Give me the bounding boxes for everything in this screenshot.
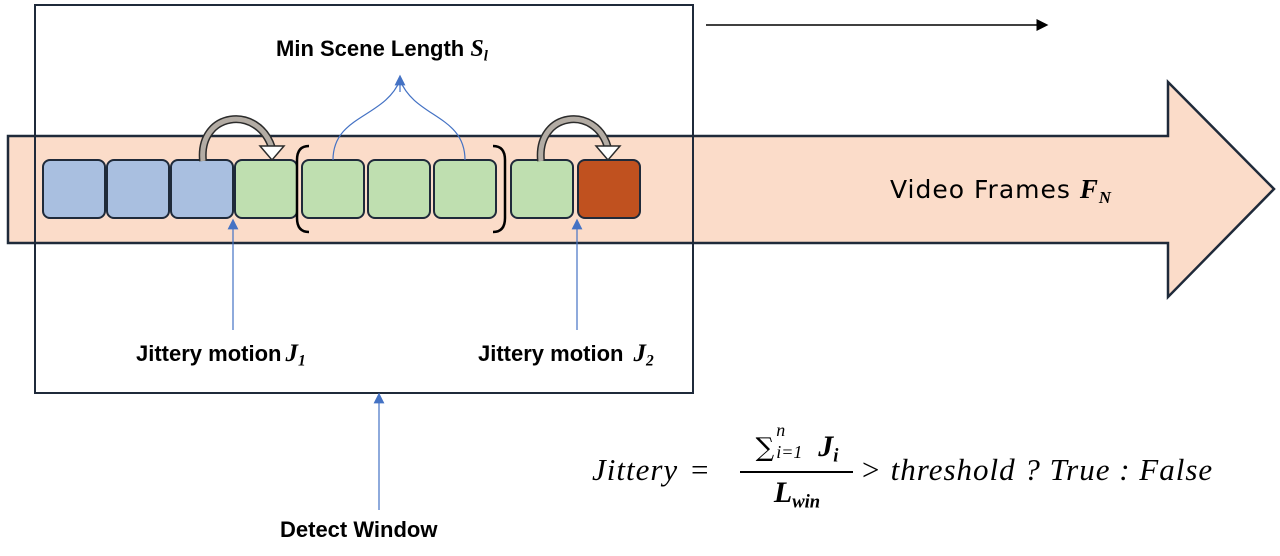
video-frames-text: Video Frames — [890, 175, 1071, 204]
denominator-symbol: Lwin — [773, 476, 821, 513]
jitter2-symbol: J2 — [633, 340, 654, 370]
frame-jitter — [577, 159, 641, 219]
detect-window-label: Detect Window — [280, 517, 438, 542]
frame-scene — [301, 159, 365, 219]
scene-bracket-left — [295, 144, 310, 234]
jitter1-symbol: J1 — [285, 340, 306, 370]
scene-bracket-right — [492, 144, 507, 234]
frame-normal — [106, 159, 170, 219]
sum-upper: n — [776, 420, 786, 440]
sum-symbol: ∑ — [755, 433, 775, 463]
frame-scene — [367, 159, 431, 219]
formula-jittery: Jittery — [592, 452, 679, 487]
frame-sequence — [42, 159, 641, 219]
formula-lhs: Jittery = — [592, 452, 709, 488]
frame-scene — [433, 159, 497, 219]
formula-equals: = — [690, 452, 710, 487]
frame-scene — [510, 159, 574, 219]
numerator-symbol: Ji — [818, 430, 839, 467]
jitter-curve-arrow-1 — [198, 115, 286, 162]
video-frames-symbol: FN — [1079, 174, 1112, 208]
jitter2-text: Jittery motion — [478, 341, 624, 366]
min-scene-length-label: Min Scene Length Sl — [276, 36, 488, 65]
jitter-curve-arrow-2 — [536, 115, 622, 162]
jitter1-text: Jittery motion — [136, 341, 282, 366]
formula-denominator: Lwin — [740, 476, 854, 514]
detect-window-box — [34, 4, 694, 394]
min-scene-symbol: Sl — [470, 36, 488, 65]
video-frames-label: Video Frames FN — [890, 174, 1112, 208]
formula-comparison: > threshold ? True : False — [860, 452, 1214, 487]
frame-normal — [42, 159, 106, 219]
min-scene-length-text: Min Scene Length — [276, 36, 465, 61]
jitter2-label: Jittery motion J2 — [478, 340, 654, 371]
sum-lower: i=1 — [776, 442, 803, 462]
frame-scene — [234, 159, 298, 219]
frame-normal — [170, 159, 234, 219]
